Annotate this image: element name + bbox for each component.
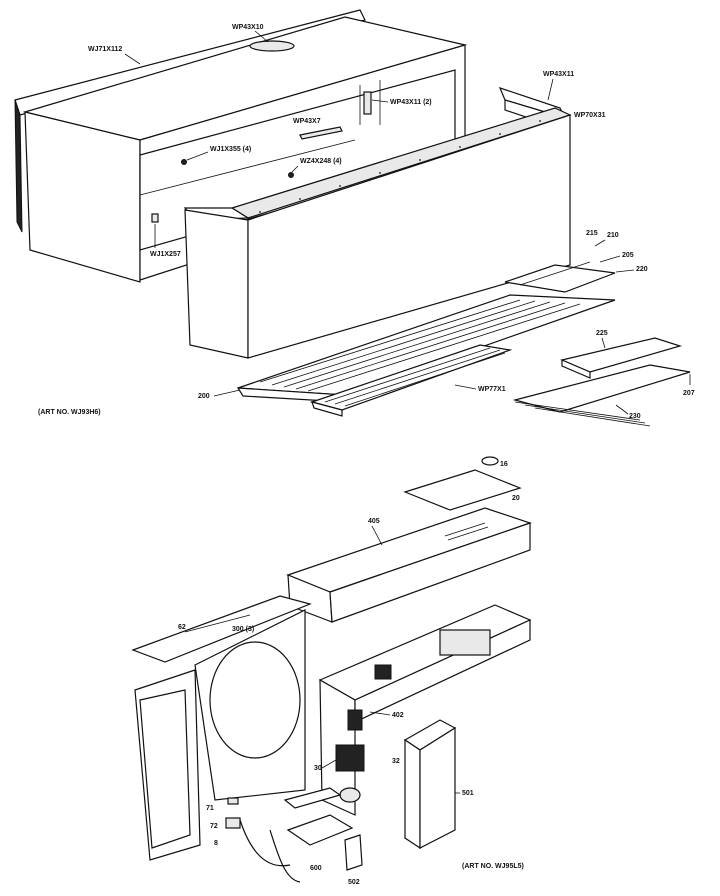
callout-top-bracket: WP43X10: [232, 24, 264, 31]
callout-terminal: 71: [206, 805, 214, 812]
callout-side-bracket: WP43X11 (2): [390, 99, 432, 106]
lower-assembly: [131, 456, 532, 883]
callout-fan-shroud: 300 (3): [232, 626, 254, 633]
callout-230: 230: [629, 413, 641, 420]
upper-caption: (ART NO. WJ93H6): [38, 409, 101, 416]
callout-right-strip: WP43X11: [543, 71, 574, 78]
callout-screw-b: WZ4X248 (4): [300, 158, 342, 165]
callout-capacitor: 30: [314, 765, 322, 772]
chassis-base: [318, 604, 532, 816]
fan-frame: [131, 595, 312, 861]
front-panel: [183, 107, 572, 359]
callout-225: 225: [596, 330, 608, 337]
callout-motor-bracket: 402: [392, 712, 404, 719]
callout-relay: 32: [392, 758, 400, 765]
callout-plug: 72: [210, 823, 218, 830]
callout-207: 207: [683, 390, 695, 397]
callout-210: 210: [607, 232, 619, 239]
top-cover: [286, 507, 532, 623]
callout-screw-a: WJ1X355 (4): [210, 146, 251, 153]
upper-assembly: [14, 9, 691, 427]
callout-knob: 16: [500, 461, 508, 468]
callout-215: 215: [586, 230, 598, 237]
callout-frame: 62: [178, 624, 186, 631]
lower-caption: (ART NO. WJ95L5): [462, 863, 524, 870]
callout-bracket-502: 502: [348, 879, 360, 886]
callout-base-plate: 600: [310, 865, 322, 872]
callout-cord-clip: 8: [214, 840, 218, 847]
insulation-strip: [259, 120, 541, 213]
callout-top-cover: 405: [368, 518, 380, 525]
lower-callouts: 16 20 405 62 300 (3) 402 30 32 501 71 72…: [178, 461, 524, 886]
callout-220: 220: [636, 266, 648, 273]
callout-200: 200: [198, 393, 210, 400]
callout-side-panel: 501: [462, 790, 474, 797]
callout-grille: WP77X1: [478, 386, 506, 393]
callout-plate: 20: [512, 495, 520, 502]
callout-clip: WJ1X257: [150, 251, 181, 258]
callout-cabinet: WJ71X112: [88, 46, 122, 53]
front-grille: [309, 344, 513, 417]
bottom-grille-rail: [236, 294, 616, 403]
callout-205: 205: [622, 252, 634, 259]
callout-front-panel: WP70X31: [574, 112, 606, 119]
upper-callouts: WP43X10 WJ71X112 WP43X11 WP43X11 (2) WP7…: [38, 24, 695, 420]
cabinet-box: [22, 16, 468, 283]
callout-center-bracket: WP43X7: [293, 118, 321, 125]
